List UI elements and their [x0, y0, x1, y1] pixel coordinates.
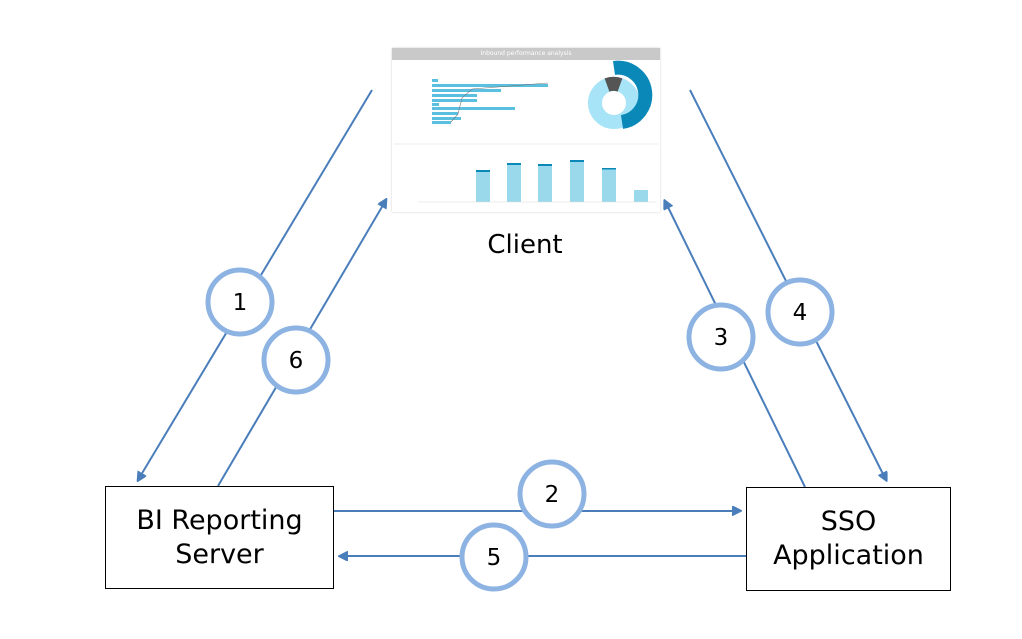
bi-reporting-server-box: BI Reporting Server	[105, 486, 334, 589]
client-label: Client	[487, 230, 563, 260]
step-3-circle	[686, 302, 756, 372]
sso-application-box: SSO Application	[746, 487, 951, 591]
step-2-label: 2	[545, 482, 560, 508]
step-4-label: 4	[793, 300, 808, 326]
step-1-label: 1	[233, 290, 248, 316]
horizontal-bar-chart	[432, 79, 548, 124]
step-6-label: 6	[289, 348, 304, 374]
arrow-step-4	[689, 89, 886, 480]
arrow-step-6	[217, 200, 386, 487]
vertical-bar-chart	[418, 160, 656, 203]
dashboard-title: Inbound performance analysis	[392, 48, 660, 60]
client-dashboard-thumbnail: Inbound performance analysis	[392, 48, 660, 212]
step-4-circle	[765, 277, 835, 347]
step-5-label: 5	[487, 545, 502, 571]
dashboard-graphics	[394, 60, 658, 203]
arrow-step-1	[138, 89, 373, 480]
step-2-circle	[517, 459, 587, 529]
step-3-label: 3	[714, 325, 729, 351]
arrow-step-3	[665, 201, 806, 488]
step-5-circle	[459, 522, 529, 592]
donut-chart	[588, 60, 653, 129]
step-1-circle	[205, 267, 275, 337]
step-6-circle	[261, 325, 331, 395]
